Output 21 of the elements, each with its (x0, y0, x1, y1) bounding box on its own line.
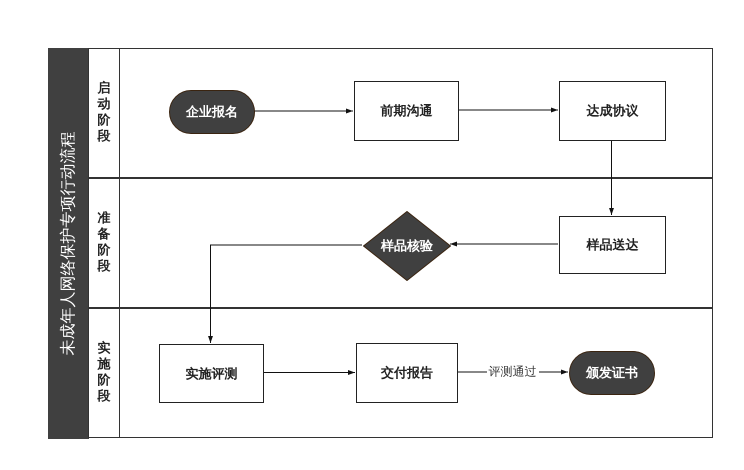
process-box: 交付报告 (356, 343, 458, 403)
title-band: 未成年人网络保护专项行动流程 (48, 48, 89, 439)
process-box: 达成协议 (559, 81, 666, 141)
arrow (208, 244, 362, 344)
decision-diamond: 样品核验 (363, 211, 451, 281)
terminal-box: 颁发证书 (569, 351, 655, 395)
process-box: 样品送达 (559, 216, 666, 274)
process-box: 实施评测 (159, 344, 264, 403)
arrow (609, 140, 614, 216)
lane-label: 实施阶段 (97, 341, 111, 405)
swimlane (88, 308, 713, 438)
lane-label: 启动阶段 (97, 81, 111, 145)
swimlane (88, 178, 713, 308)
lane-label: 准备阶段 (97, 211, 111, 275)
swimlane (88, 48, 713, 178)
arrow (450, 242, 558, 246)
terminal-box: 企业报名 (169, 90, 255, 134)
process-box: 前期沟通 (354, 81, 459, 141)
arrow (458, 108, 558, 112)
arrow (254, 108, 354, 114)
arrow (262, 370, 356, 375)
